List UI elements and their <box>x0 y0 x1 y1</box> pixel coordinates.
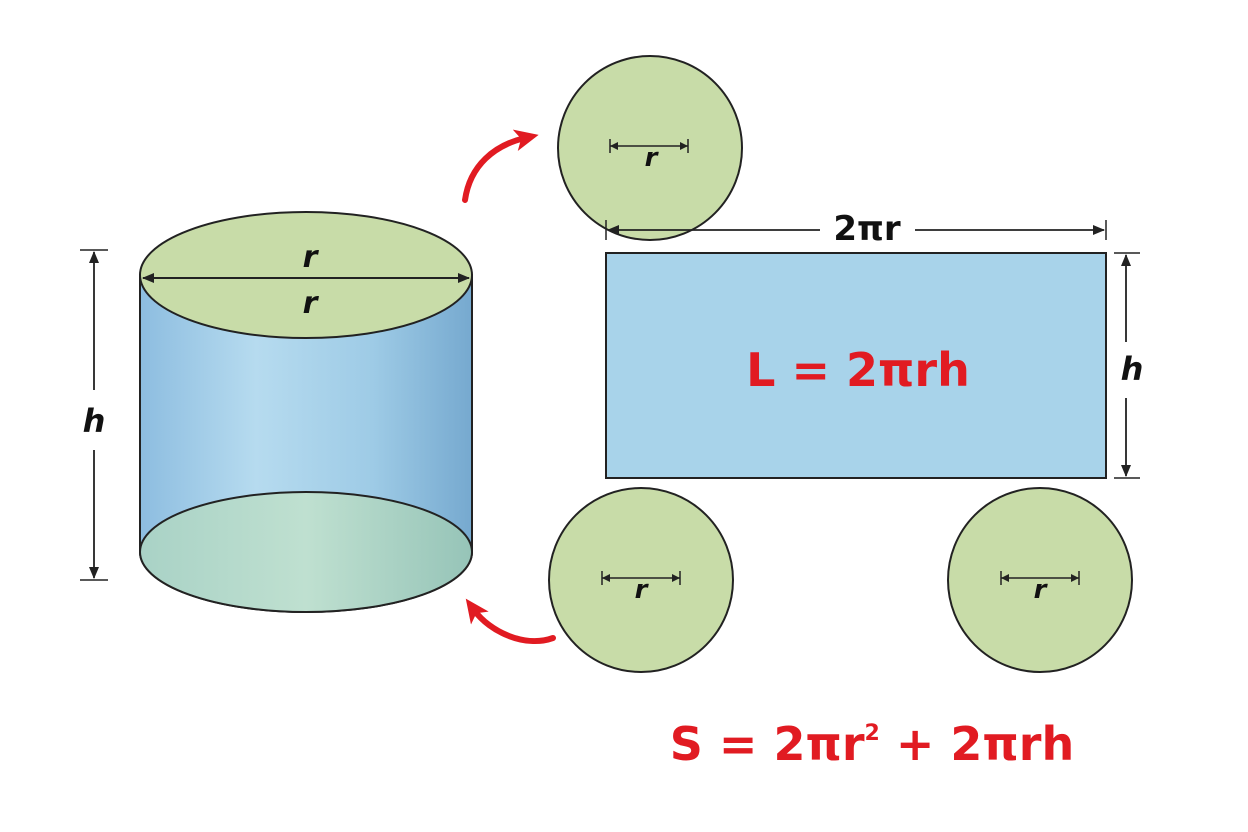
surface-area-formula: S = 2πr2 + 2πrh <box>670 717 1075 771</box>
rect-height-dimension: h <box>1114 252 1144 479</box>
curved-arrow-up-icon <box>462 129 539 203</box>
surface-formula-suffix: + 2πrh <box>880 717 1074 771</box>
cylinder-top-r-label-2: r <box>303 286 320 321</box>
rect-width-label: 2πr <box>833 209 901 249</box>
lateral-area-formula: L = 2πrh <box>746 343 970 397</box>
rect-width-dimension: 2πr <box>605 209 1107 249</box>
cylinder-height-dimension: h <box>80 249 108 581</box>
bottom-right-circle-r-label: r <box>1034 575 1049 605</box>
top-circle: r <box>557 55 743 241</box>
cylinder-top-r-label-1: r <box>303 240 320 275</box>
bottom-left-circle-r-label: r <box>635 575 650 605</box>
cylinder: r r h <box>80 211 473 613</box>
bottom-right-circle: r <box>947 487 1133 673</box>
cylinder-bottom-face <box>139 491 473 613</box>
lateral-surface-rectangle <box>605 252 1107 479</box>
surface-formula-prefix: S = 2πr <box>670 717 865 771</box>
surface-formula-exponent: 2 <box>865 721 880 746</box>
curved-arrow-down-icon <box>465 598 556 645</box>
top-circle-r-label: r <box>645 143 660 173</box>
rect-height-label: h <box>1121 350 1144 388</box>
cylinder-height-label: h <box>83 402 106 440</box>
bottom-left-circle: r <box>548 487 734 673</box>
